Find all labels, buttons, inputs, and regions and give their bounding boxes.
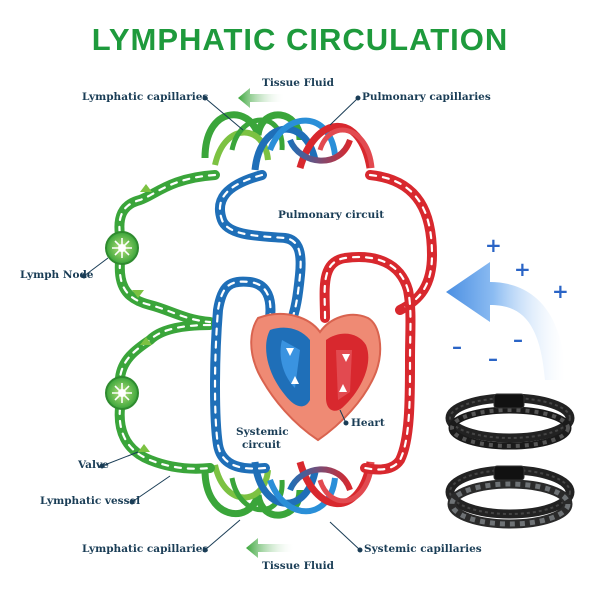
lymph-node-upper (105, 231, 139, 265)
label-lymphatic-capillaries-top: Lymphatic capillaries (82, 91, 209, 103)
label-lymphatic-vessel: Lymphatic vessel (40, 495, 141, 507)
pulmonary-vein-red (365, 170, 438, 315)
label-tissue-fluid-bottom: Tissue Fluid (262, 560, 335, 572)
label-pulmonary-circuit: Pulmonary circuit (278, 209, 385, 221)
lymph-node-lower (105, 376, 139, 410)
bracelet-lower (445, 465, 575, 529)
leader-lines (81, 95, 363, 553)
svg-text:–: – (488, 346, 498, 370)
label-heart: Heart (351, 417, 385, 429)
svg-text:+: + (514, 257, 531, 281)
systemic-vein-blue (210, 276, 276, 474)
systemic-artery-red (319, 252, 416, 475)
label-systemic-circuit-1: Systemic (236, 426, 289, 438)
label-tissue-fluid-top: Tissue Fluid (262, 77, 335, 89)
svg-text:+: + (552, 279, 569, 303)
top-capillary-bed (201, 111, 375, 171)
bracelet-upper (445, 393, 575, 450)
svg-text:–: – (513, 327, 523, 351)
svg-text:+: + (485, 233, 502, 257)
label-lymphatic-capillaries-bottom: Lymphatic capillaries (82, 543, 209, 555)
ion-flow-arrow (446, 262, 565, 380)
label-valve: Valve (78, 459, 109, 471)
lymphatic-vessels (114, 170, 220, 474)
label-pulmonary-capillaries: Pulmonary capillaries (362, 91, 491, 103)
label-systemic-circuit-2: circuit (242, 439, 281, 451)
tissue-fluid-arrow-top (238, 88, 285, 108)
tissue-fluid-arrow-bottom (246, 538, 295, 558)
ion-symbols: + + + – – – (452, 233, 569, 370)
label-systemic-capillaries: Systemic capillaries (364, 543, 482, 555)
heart (250, 313, 382, 442)
svg-text:–: – (452, 334, 462, 358)
label-lymph-node: Lymph Node (20, 269, 94, 281)
bottom-capillary-bed (201, 461, 375, 519)
valves (132, 184, 152, 452)
page-title: LYMPHATIC CIRCULATION (91, 22, 509, 57)
pulmonary-artery-blue (214, 170, 306, 330)
valve-marker (138, 444, 150, 452)
